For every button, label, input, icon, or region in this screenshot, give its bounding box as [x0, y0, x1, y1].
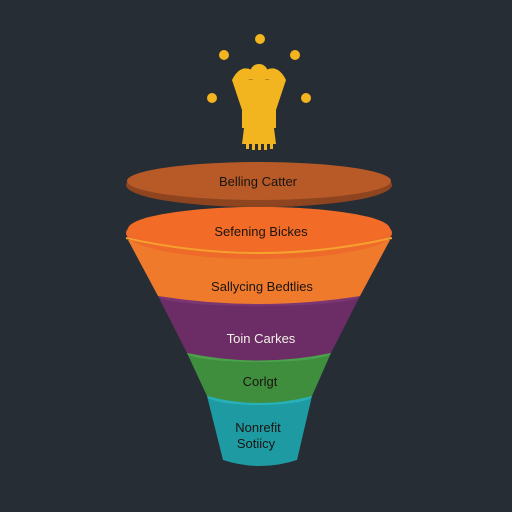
funnel-stage-3: [128, 240, 390, 304]
idea-dot-icon: [219, 50, 229, 60]
stage-6-label-line2: Sotiicy: [237, 436, 276, 451]
idea-dot-icon: [255, 34, 265, 44]
funnel-stage-2: [125, 207, 393, 259]
stage-4-label: Toin Carkes: [227, 331, 296, 346]
idea-dot-icon: [301, 93, 311, 103]
stage-1-label: Belling Catter: [219, 174, 298, 189]
funnel-stage-1: [126, 162, 392, 207]
stage-2-label: Sefening Bickes: [214, 224, 308, 239]
idea-dot-icon: [207, 93, 217, 103]
person-with-ideas-icon: [207, 34, 311, 150]
stage-6-label-line1: Nonrefit: [235, 420, 281, 435]
idea-dot-icon: [290, 50, 300, 60]
stage-3-label: Sallycing Bedtlies: [211, 279, 313, 294]
stage-5-label: Corlgt: [243, 374, 278, 389]
